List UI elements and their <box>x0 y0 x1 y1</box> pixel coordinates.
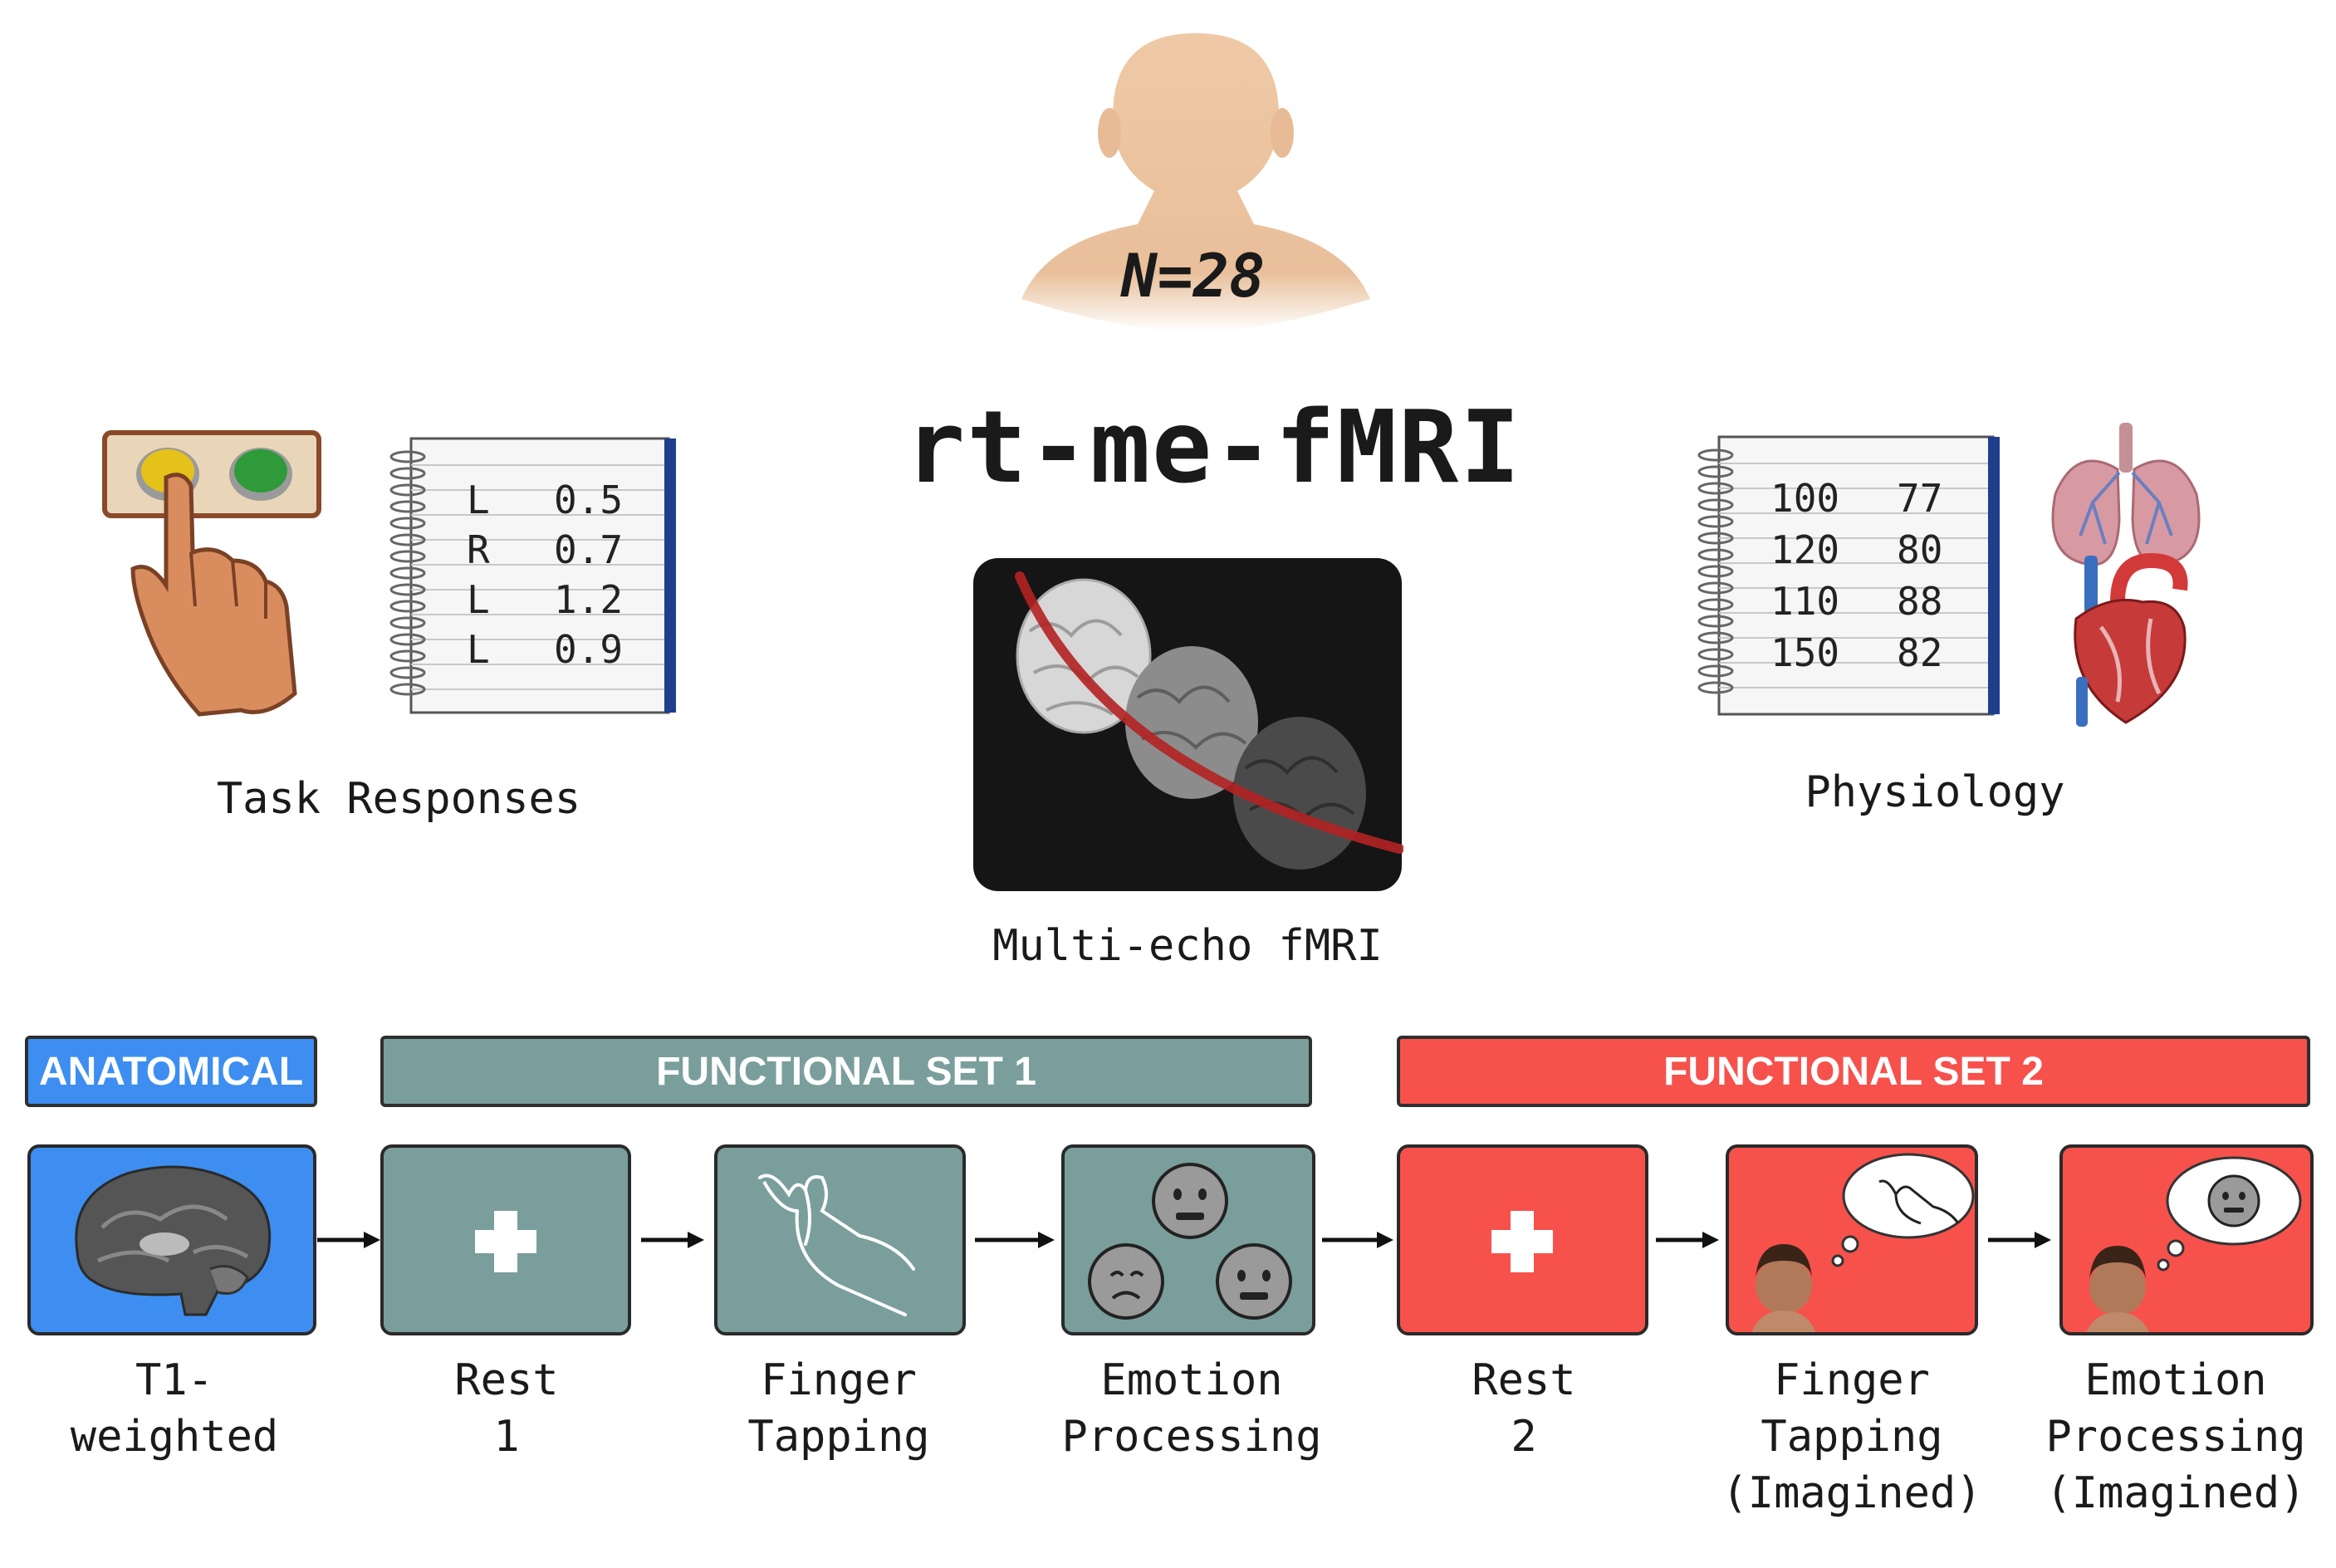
arrow-right-icon <box>1988 1232 2051 1248</box>
anatomical-header: ANATOMICAL <box>25 1036 317 1107</box>
arrow-right-icon <box>1656 1232 1719 1248</box>
physiology-log-value: 80 <box>1897 527 1943 572</box>
arrow-right-icon <box>317 1232 380 1248</box>
arrow-right-icon <box>975 1232 1055 1248</box>
arrow-right-icon <box>1322 1232 1393 1248</box>
physiology-notebook-icon <box>1697 435 2000 716</box>
task-log-value: 0.5 <box>554 478 624 522</box>
physiology-log-value: 120 <box>1770 527 1840 572</box>
step-caption: Finger Tapping <box>747 1355 930 1462</box>
physiology-caption: Physiology <box>1805 767 2065 817</box>
task-log-key: L <box>467 577 490 622</box>
head-silhouette-icon <box>1021 33 1370 332</box>
physiology-log-value: 77 <box>1897 476 1943 521</box>
task-log-value: 0.7 <box>554 527 624 572</box>
finger-tapping-hand-icon <box>758 1174 915 1316</box>
step-caption: Finger Tapping (Imagined) <box>1721 1355 1982 1518</box>
step-emotion-processing <box>1061 1144 1315 1335</box>
step-caption: Emotion Processing (Imagined) <box>2045 1355 2306 1518</box>
physiology-log-value: 100 <box>1770 476 1840 521</box>
task-log-key: L <box>467 478 490 522</box>
functional-set-2-header: FUNCTIONAL SET 2 <box>1397 1036 2310 1107</box>
brain-sagittal-icon <box>75 1165 272 1316</box>
task-responses-caption: Task Responses <box>216 774 581 824</box>
physiology-log-value: 150 <box>1770 630 1840 675</box>
lungs-icon <box>2051 423 2201 566</box>
step-finger-tapping <box>714 1144 966 1335</box>
arrow-right-icon <box>641 1232 704 1248</box>
page-title: rt-me-fMRI <box>905 390 1522 506</box>
task-log-value: 1.2 <box>554 577 624 622</box>
task-log-key: L <box>467 627 490 672</box>
response-button-box-icon <box>102 430 321 717</box>
participants-count: N=28 <box>1121 241 1266 311</box>
emotion-faces-icon <box>1088 1163 1292 1320</box>
step-rest-1 <box>380 1144 631 1335</box>
functional-set-1-header: FUNCTIONAL SET 1 <box>380 1036 1312 1107</box>
multi-echo-brains-image <box>973 558 1403 891</box>
step-caption: Rest 1 <box>454 1355 559 1462</box>
fixation-cross-icon <box>1491 1211 1553 1272</box>
step-t1-weighted <box>27 1144 316 1335</box>
fixation-cross-icon <box>475 1211 536 1272</box>
step-emotion-processing-imagined <box>2059 1144 2314 1335</box>
physiology-log-value: 82 <box>1897 630 1943 675</box>
physiology-log-value: 110 <box>1770 579 1840 624</box>
step-caption: Emotion Processing <box>1061 1355 1322 1462</box>
task-notebook-icon <box>389 437 676 714</box>
multi-echo-caption: Multi-echo fMRI <box>992 921 1383 971</box>
step-caption: Rest 2 <box>1472 1355 1576 1462</box>
step-rest-2 <box>1397 1144 1648 1335</box>
heart-icon <box>2074 552 2188 727</box>
step-finger-tapping-imagined <box>1726 1144 1978 1335</box>
imagined-emotion-icon <box>2086 1156 2302 1332</box>
physiology-log-value: 88 <box>1897 579 1943 624</box>
step-caption: T1- weighted <box>70 1355 279 1462</box>
imagined-tapping-icon <box>1751 1153 1975 1332</box>
task-log-key: R <box>467 527 490 572</box>
task-log-value: 0.9 <box>554 627 624 672</box>
